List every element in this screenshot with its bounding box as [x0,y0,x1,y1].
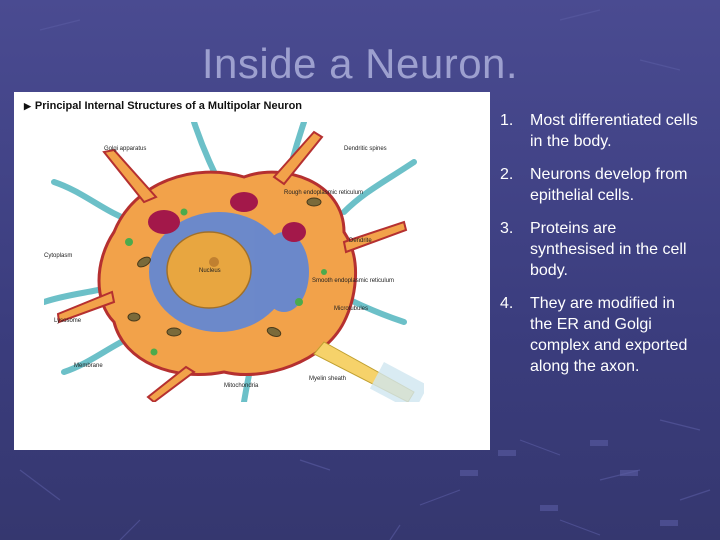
label-smooth-er: Smooth endoplasmic reticulum [312,278,394,284]
item-number: 2. [500,164,530,206]
item-number: 1. [500,110,530,152]
nucleolus [209,257,219,267]
item-text: Neurons develop from epithelial cells. [530,164,700,206]
list-item: 1. Most differentiated cells in the body… [500,110,700,152]
myelin-sheath-shape [370,362,424,402]
neuron-illustration: Golgi apparatus Dendritic spines Rough e… [44,122,424,402]
label-membrane: Membrane [74,363,103,369]
list-item: 4. They are modified in the ER and Golgi… [500,293,700,377]
label-lysosome: Lysosome [54,318,82,324]
slide-title: Inside a Neuron. [0,40,720,88]
item-text: Proteins are synthesised in the cell bod… [530,218,700,281]
item-text: Most differentiated cells in the body. [530,110,700,152]
label-dendritic-spines: Dendritic spines [344,146,387,152]
neuron-figure: ▶ Principal Internal Structures of a Mult… [14,92,490,450]
caption-text: Principal Internal Structures of a Multi… [35,100,302,112]
list-item: 3. Proteins are synthesised in the cell … [500,218,700,281]
label-mitochondria: Mitochondria [224,383,259,389]
figure-caption: ▶ Principal Internal Structures of a Mult… [24,100,302,112]
label-golgi: Golgi apparatus [104,146,146,152]
bullet-list: 1. Most differentiated cells in the body… [500,110,700,389]
item-number: 4. [500,293,530,377]
caption-arrow-icon: ▶ [24,101,31,111]
label-myelin-sheath: Myelin sheath [309,376,346,382]
label-microtubules: Microtubules [334,306,368,312]
item-text: They are modified in the ER and Golgi co… [530,293,700,377]
label-nucleus: Nucleus [199,268,221,274]
item-number: 3. [500,218,530,281]
label-dendrite: Dendrite [349,238,372,244]
list-item: 2. Neurons develop from epithelial cells… [500,164,700,206]
label-cytoplasm: Cytoplasm [44,253,72,259]
label-rough-er: Rough endoplasmic reticulum [284,190,363,196]
